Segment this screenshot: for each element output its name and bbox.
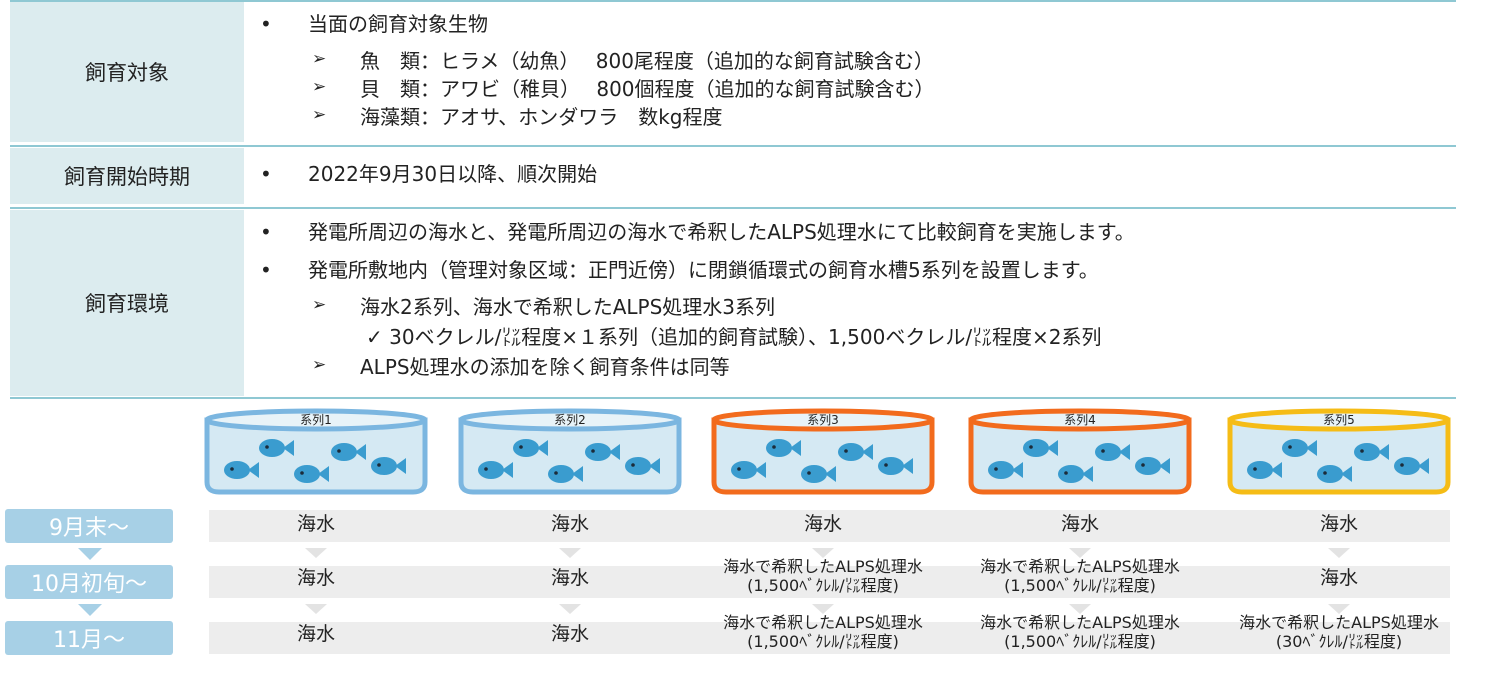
schedule-cell: 海水 [803,513,842,535]
row-label-environment: 飼育環境 [10,210,244,396]
tank-1-icon [204,408,428,495]
schedule-cell-subtext: (1,500ﾍﾞｸﾚﾙ/㍑程度) [747,632,899,652]
top-rule [10,0,1456,2]
schedule-cell-text: 海水で希釈したALPS処理水 [723,613,923,632]
schedule-cell-text: 海水で希釈したALPS処理水 [980,557,1180,576]
tank-label: 系列1 [300,413,332,427]
schedule-cell: 海水で希釈したALPS処理水(1,500ﾍﾞｸﾚﾙ/㍑程度) [693,613,953,651]
schedule-cell: 海水 [550,513,589,535]
schedule-arrow [559,604,581,614]
schedule-cell: 海水 [1319,513,1358,535]
schedule-cell: 海水で希釈したALPS処理水(30ﾍﾞｸﾚﾙ/㍑程度) [1209,613,1469,651]
period-label: 11月～ [5,621,173,655]
schedule-cell: 海水 [1319,567,1358,589]
schedule-cell: 海水で希釈したALPS処理水(1,500ﾍﾞｸﾚﾙ/㍑程度) [950,613,1210,651]
tank-4-icon [968,408,1192,495]
row-label-start: 飼育開始時期 [10,148,244,204]
period-label: 10月初旬～ [5,565,173,599]
tank-label: 系列2 [554,413,586,427]
env-check: ✓ 30ベクレル/㍑程度×１系列（追加的飼育試験）、1,500ベクレル/㍑程度×… [366,325,1102,349]
tank-5-icon [1227,408,1451,495]
schedule-arrow [1328,548,1350,558]
schedule-cell: 海水 [1060,513,1099,535]
schedule-arrow [305,604,327,614]
row-rule [10,145,1456,147]
tank-3-icon [711,408,935,495]
schedule-cell: 海水 [296,567,335,589]
period-arrow [78,548,102,560]
schedule-arrow [1069,604,1091,614]
schedule-cell-subtext: (30ﾍﾞｸﾚﾙ/㍑程度) [1275,632,1403,652]
schedule-arrow [812,548,834,558]
schedule-band [209,510,1450,542]
schedule-cell: 海水 [550,567,589,589]
row-rule [10,397,1456,399]
schedule-cell: 海水 [550,623,589,645]
schedule-cell-text: 海水で希釈したALPS処理水 [723,557,923,576]
schedule-cell-text: 海水で希釈したALPS処理水 [980,613,1180,632]
schedule-cell: 海水 [296,623,335,645]
schedule-arrow [812,604,834,614]
period-arrow [78,604,102,616]
row-label-target: 飼育対象 [10,2,244,142]
schedule-band [209,622,1450,654]
tank-label: 系列3 [807,413,839,427]
tank-label: 系列5 [1323,413,1355,427]
schedule-arrow [559,548,581,558]
schedule-band [209,566,1450,598]
schedule-cell: 海水で希釈したALPS処理水(1,500ﾍﾞｸﾚﾙ/㍑程度) [950,557,1210,595]
period-label: 9月末～ [5,509,173,543]
schedule-cell: 海水 [296,513,335,535]
tank-label: 系列4 [1064,413,1096,427]
schedule-arrow [1069,548,1091,558]
schedule-arrow [1328,604,1350,614]
schedule-cell: 海水で希釈したALPS処理水(1,500ﾍﾞｸﾚﾙ/㍑程度) [693,557,953,595]
schedule-arrow [305,548,327,558]
schedule-cell-text: 海水で希釈したALPS処理水 [1239,613,1439,632]
tank-2-icon [458,408,682,495]
schedule-cell-subtext: (1,500ﾍﾞｸﾚﾙ/㍑程度) [747,576,899,596]
row-rule [10,207,1456,209]
schedule-cell-subtext: (1,500ﾍﾞｸﾚﾙ/㍑程度) [1004,576,1156,596]
schedule-cell-subtext: (1,500ﾍﾞｸﾚﾙ/㍑程度) [1004,632,1156,652]
